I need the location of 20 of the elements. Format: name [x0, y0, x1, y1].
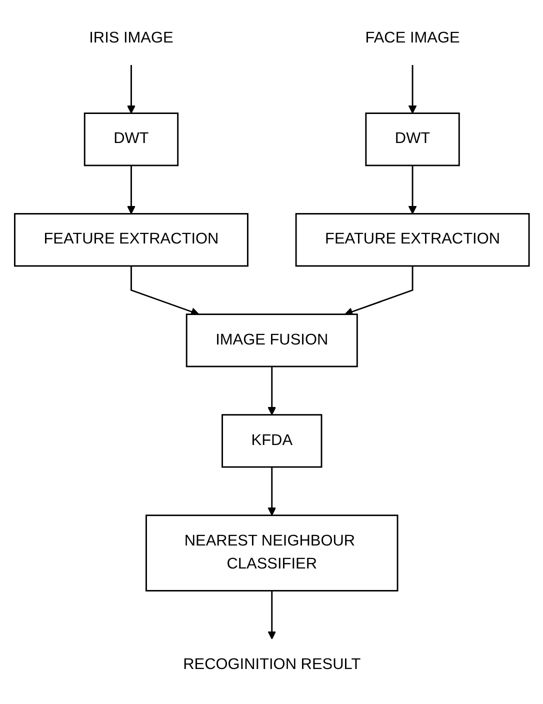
arrow: [267, 467, 276, 516]
arrow: [267, 590, 276, 640]
arrow: [130, 266, 199, 316]
node-box: [14, 213, 248, 267]
node-box: [84, 112, 178, 166]
node-box: [364, 112, 460, 166]
node-text: FACE IMAGE: [364, 30, 460, 47]
arrow: [126, 165, 136, 214]
node-box: [186, 314, 358, 368]
arrow: [267, 366, 276, 416]
arrow: [408, 165, 416, 214]
node-text: RECOGINITION RESULT: [182, 656, 360, 673]
arrow: [126, 64, 136, 114]
node-box: [221, 414, 322, 468]
node-box: [294, 213, 530, 267]
arrow: [344, 266, 413, 316]
node-text: IRIS IMAGE: [88, 30, 173, 47]
flowchart-drawing: IRIS IMAGE FACE IMAGE DWT DWT FEATURE EXTRACTION FEATURE EXTRACTION IMAGE FUSION KFDA NEAREST NEIGHBOUR CLASSIFIER RECOGINITION RESULT: [6, 5, 536, 699]
node-box: [145, 514, 398, 592]
arrow: [408, 64, 416, 114]
